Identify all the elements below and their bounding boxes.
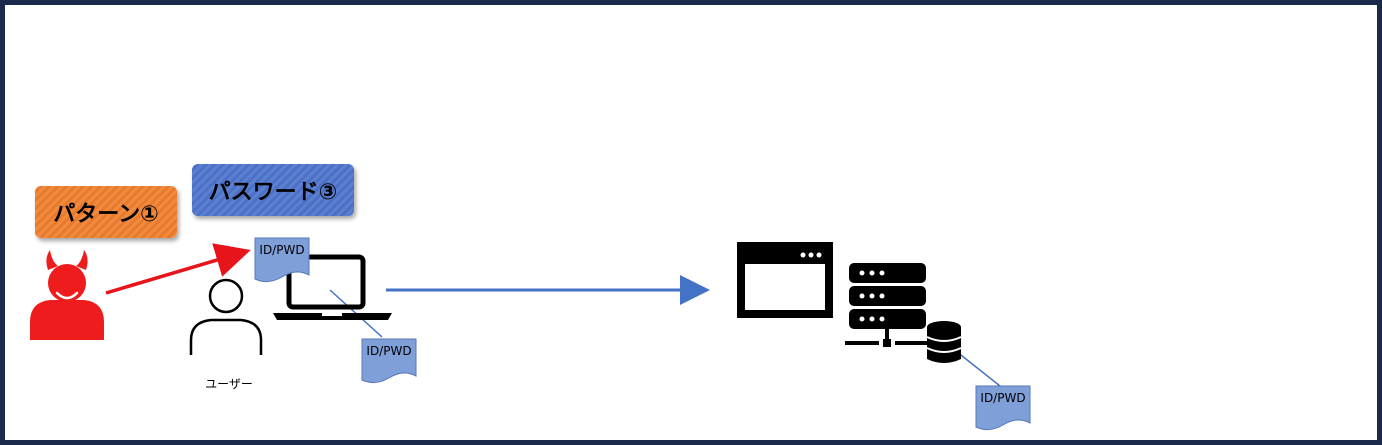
server-icon xyxy=(845,263,933,347)
pattern-tag: パターン① xyxy=(35,186,177,238)
document-icon xyxy=(361,338,417,384)
browser-window-icon xyxy=(737,242,833,318)
user-icon xyxy=(189,278,263,355)
id-pwd-note-db: ID/PWD xyxy=(975,385,1031,431)
attack-arrow xyxy=(105,243,251,295)
id-pwd-note-top: ID/PWD xyxy=(254,237,310,283)
document-icon xyxy=(254,237,310,283)
note-label: ID/PWD xyxy=(259,243,305,257)
user-label: ユーザー xyxy=(205,377,253,391)
document-icon xyxy=(975,385,1031,431)
id-pwd-note-laptop: ID/PWD xyxy=(361,338,417,384)
database-icon xyxy=(926,321,962,363)
note-label: ID/PWD xyxy=(980,391,1026,405)
devil-icon xyxy=(30,250,104,340)
note-label: ID/PWD xyxy=(366,344,412,358)
laptop-icon xyxy=(273,254,392,320)
password-tag: パスワード③ xyxy=(192,164,354,216)
